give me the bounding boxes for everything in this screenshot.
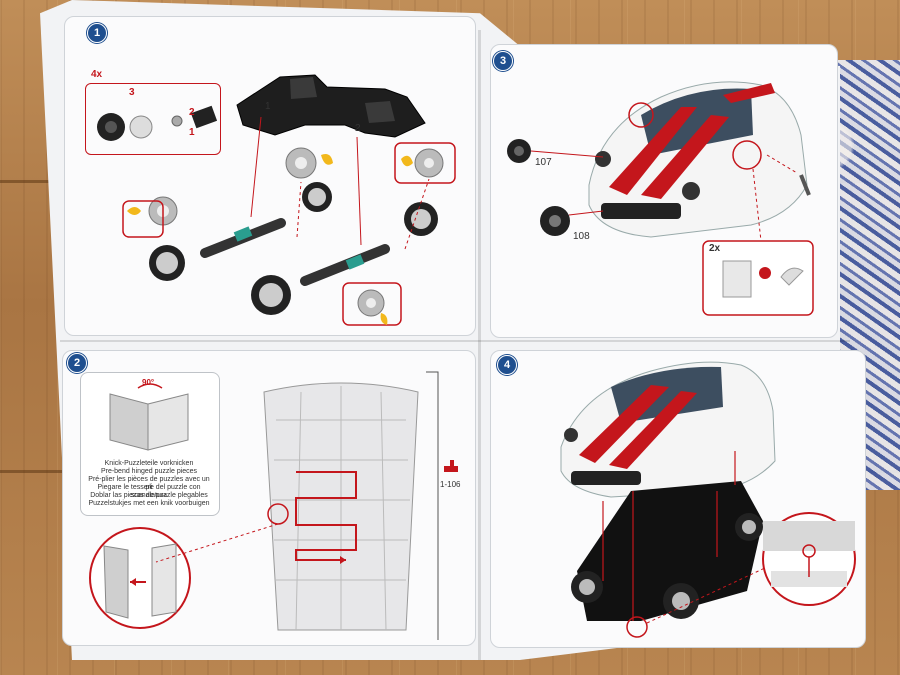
step-4-illustration — [560, 361, 856, 638]
hint-line-de: Knick-Puzzleteile vorknicken — [104, 460, 194, 467]
callout-1: 1 — [189, 127, 195, 138]
part-108-label: 108 — [573, 231, 590, 242]
rear-axle — [300, 244, 390, 286]
step-1-badge: 1 — [87, 23, 107, 43]
wheel-subassembly-box — [85, 83, 221, 155]
puzzle-shell-illustration — [155, 382, 419, 631]
step-1-panel: 1 4x — [64, 16, 476, 336]
hinge-zoom-circle — [89, 527, 191, 629]
step-2-badge: 2 — [67, 353, 87, 373]
step-3-badge: 3 — [493, 51, 513, 71]
hinged-piece-illustration — [109, 383, 189, 451]
callout-2: 2 — [189, 107, 195, 118]
step-1-illustration — [97, 74, 456, 326]
step-3-illustration — [507, 81, 814, 316]
chassis-callout-1: 1 — [265, 101, 271, 112]
rim-part — [129, 115, 153, 139]
horizontal-fold — [60, 340, 850, 342]
range-bracket — [426, 371, 458, 640]
part-107-label: 107 — [535, 157, 552, 168]
chassis-callout-2: 2 — [355, 123, 361, 134]
hint-line-fr: Pré-plier les pièces de puzzles avec un … — [88, 476, 210, 491]
step-3-panel: 3 107 108 2x — [490, 44, 838, 338]
step-3-multiplier: 2x — [709, 243, 721, 254]
hint-line-nl: Puzzelstukjes met een knik voorbuigen — [88, 500, 210, 507]
hint-line-it: Piegare le tessere del puzzle con scanal… — [97, 484, 201, 499]
step-4-panel: 4 — [490, 350, 866, 648]
step-1-multiplier: 4x — [91, 69, 103, 80]
hint-line-en: Pre-bend hinged puzzle pieces — [100, 468, 198, 475]
hint-line-es: Doblar las piezas de puzzle plegables — [90, 492, 208, 499]
angle-label: 90° — [142, 378, 155, 387]
piece-range-label: 1-106 — [440, 480, 461, 489]
step-4-badge: 4 — [497, 355, 517, 375]
center-fold — [478, 30, 481, 660]
callout-3: 3 — [129, 87, 135, 98]
